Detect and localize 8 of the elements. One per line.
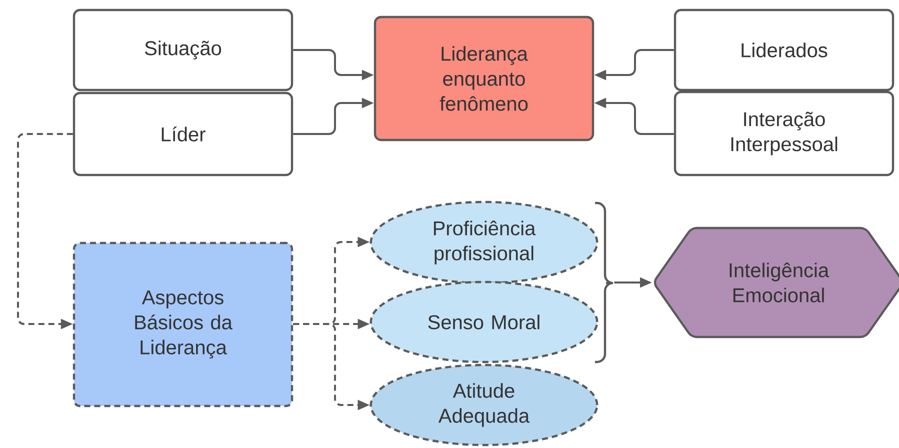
concept-box: Liderados: [674, 8, 894, 92]
result-hexagon: Inteligência Emocional: [654, 226, 899, 338]
concept-box: Líder: [72, 92, 294, 176]
aspect-box: Aspectos Básicos da Liderança: [72, 242, 294, 408]
central-box: Liderança enquanto fenômeno: [374, 16, 594, 142]
concept-box: Situação: [72, 8, 294, 92]
brace: [595, 202, 614, 364]
concept-box: Interação Interpessoal: [674, 90, 894, 176]
